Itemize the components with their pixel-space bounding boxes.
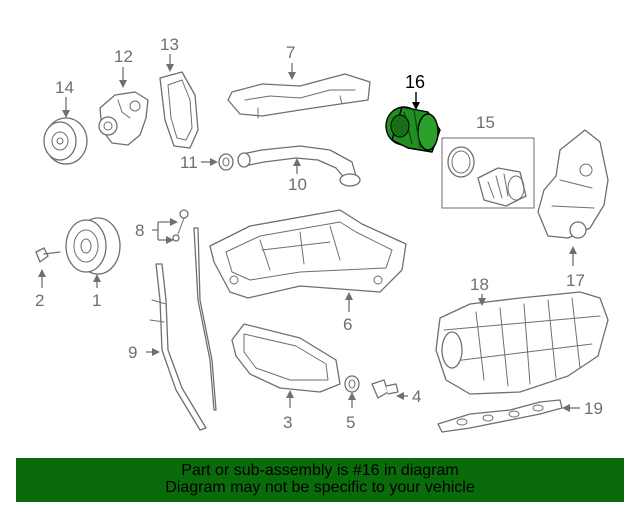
callout-18[interactable]: 18: [470, 275, 489, 294]
part-7-cover[interactable]: [227, 73, 371, 119]
callout-5[interactable]: 5: [346, 413, 355, 432]
parts-diagram: 14 12 13 7 16 15: [35, 35, 609, 433]
part-6-oil-pan-upper[interactable]: [209, 209, 407, 299]
part-16-oil-filter-housing[interactable]: [385, 106, 441, 153]
part-17-timing-cover[interactable]: [537, 129, 609, 239]
callout-6[interactable]: 6: [343, 315, 352, 334]
callout-1[interactable]: 1: [92, 291, 101, 310]
callout-11[interactable]: 11: [180, 153, 198, 172]
callout-16[interactable]: 16: [405, 72, 425, 92]
part-12-water-pump[interactable]: [98, 91, 149, 146]
callout-17[interactable]: 17: [566, 271, 585, 290]
callout-14[interactable]: 14: [55, 78, 74, 97]
callout-2[interactable]: 2: [35, 291, 44, 310]
callout-13[interactable]: 13: [160, 35, 179, 54]
callout-8[interactable]: 8: [135, 221, 144, 240]
info-banner: Part or sub-assembly is #16 in diagram D…: [16, 458, 624, 502]
part-9-dipstick-guide[interactable]: [149, 227, 217, 431]
part-13-gasket[interactable]: [159, 71, 199, 149]
callout-19[interactable]: 19: [584, 399, 603, 418]
part-2-bolt[interactable]: [35, 247, 61, 263]
part-19-gasket[interactable]: [437, 399, 563, 433]
part-14-pulley[interactable]: [43, 117, 88, 165]
callout-7[interactable]: 7: [286, 43, 295, 62]
part-8-dipstick[interactable]: [172, 209, 189, 242]
callout-10[interactable]: 10: [288, 175, 307, 194]
callout-3[interactable]: 3: [283, 413, 292, 432]
callout-15[interactable]: 15: [476, 113, 495, 132]
callout-4[interactable]: 4: [412, 387, 421, 406]
part-10-filler-tube[interactable]: [237, 145, 361, 187]
callout-9[interactable]: 9: [128, 343, 137, 362]
part-1-pulley[interactable]: [65, 217, 121, 275]
part-5-washer[interactable]: [344, 375, 360, 393]
banner-line-2: Diagram may not be specific to your vehi…: [165, 479, 475, 496]
part-3-oil-pan-lower[interactable]: [231, 323, 341, 393]
part-4-drain-plug[interactable]: [371, 379, 399, 399]
callout-12[interactable]: 12: [114, 47, 133, 66]
part-15-oil-filter[interactable]: [441, 137, 535, 209]
part-11-seal[interactable]: [218, 153, 234, 171]
banner-line-1: Part or sub-assembly is #16 in diagram: [181, 462, 459, 479]
part-18-intake-manifold[interactable]: [435, 291, 609, 395]
